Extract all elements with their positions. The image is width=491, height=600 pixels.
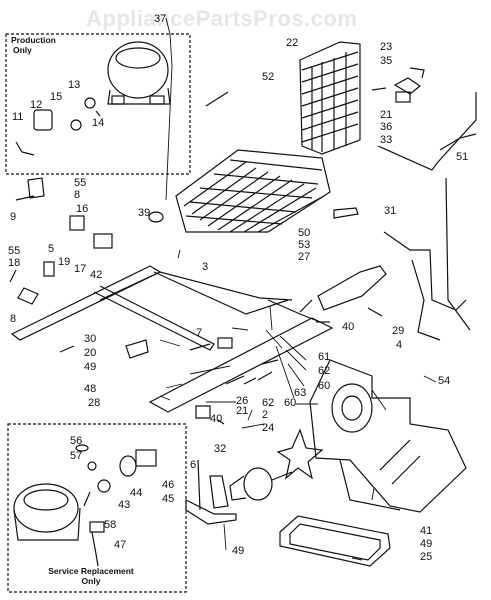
part-number-label: 23 [380,41,393,53]
part-number-label: 29 [392,325,405,337]
part-number-label: 56 [70,435,83,447]
part-number-label: 47 [114,539,127,551]
part-number-label: 51 [456,151,469,163]
part-number-label: 40 [342,321,355,333]
part-number-label: 46 [162,479,175,491]
watermark: AppliancePartsPros.com [86,6,358,31]
relay-icon [33,109,53,131]
part-number-label: 63 [294,387,307,399]
drier-tube [377,92,477,171]
part-number-label: 30 [84,333,97,345]
part-number-label: 5 [48,243,55,255]
mounting-bracket-icon [309,359,467,513]
part-number-label: 48 [84,383,97,395]
part-number-label: 8 [74,189,81,201]
part-number-label: 32 [214,443,227,455]
part-number-label: 27 [298,251,311,263]
part-number-label: 57 [70,450,83,462]
overload-icon [70,119,82,131]
part-number-label: 8 [10,313,17,325]
part-number-label: 16 [76,203,89,215]
part-number-label: 60 [318,380,331,392]
part-number-label: 61 [318,351,331,363]
evaporator-icon [175,149,331,233]
part-number-label: 25 [420,551,433,563]
part-number-label: 21 [236,405,249,417]
part-number-label: 53 [298,239,311,251]
part-number-label: 49 [420,538,433,550]
part-number-label: 49 [232,545,245,557]
part-number-label: 2 [262,409,269,421]
part-number-label: 7 [196,327,203,339]
part-number-label: 12 [30,99,43,111]
compressor-service-icon [13,483,81,541]
part-number-label: 21 [380,109,393,121]
production-only-label: Production Only [11,35,56,55]
frame-icon [10,265,293,353]
part-number-label: 17 [74,263,87,275]
part-number-label: 6 [190,459,197,471]
part-number-label: 49 [84,361,97,373]
condenser-icon [299,41,361,155]
part-number-label: 33 [380,134,393,146]
part-number-label: 26 [236,395,249,407]
part-number-label: 58 [104,519,117,531]
part-number-label: 60 [284,397,297,409]
part-number-label: 13 [68,79,81,91]
part-number-label: 4 [396,339,403,351]
part-number-label: 62 [262,397,275,409]
part-number-label: 43 [118,499,131,511]
part-number-label: 62 [318,365,331,377]
part-number-label: 11 [12,111,24,123]
part-number-label: 45 [162,493,175,505]
part-number-label: 42 [90,269,103,281]
part-number-label: 37 [154,13,167,25]
compressor-top-icon [107,41,171,105]
part-number-label: 24 [262,422,275,434]
part-number-label: 28 [88,397,101,409]
part-number-label: 35 [380,55,393,67]
part-number-label: 9 [10,211,17,223]
part-number-label: 52 [262,71,275,83]
part-number-label: 44 [130,487,143,499]
part-number-label: 20 [84,347,97,359]
part-number-label: 55 [74,177,87,189]
part-number-label: 18 [8,257,21,269]
part-number-label: 15 [50,91,63,103]
fan-motor-icon [229,467,293,501]
part-number-label: 31 [384,205,397,217]
part-number-label: 54 [438,375,451,387]
part-number-label: 19 [58,256,71,268]
production-only-box [5,33,191,175]
fan-blade-icon [276,428,324,480]
part-number-label: 22 [286,37,299,49]
part-number-label: 39 [138,207,151,219]
part-number-label: 55 [8,245,21,257]
part-number-label: 36 [380,121,393,133]
part-number-label: 40 [210,413,223,425]
part-number-label: 3 [202,261,209,273]
service-replacement-label: Service Replacement Only [48,566,134,586]
part-number-label: 50 [298,227,311,239]
part-number-label: 41 [420,525,433,537]
part-number-label: 14 [92,117,105,129]
drain-pan-icon [279,515,391,567]
